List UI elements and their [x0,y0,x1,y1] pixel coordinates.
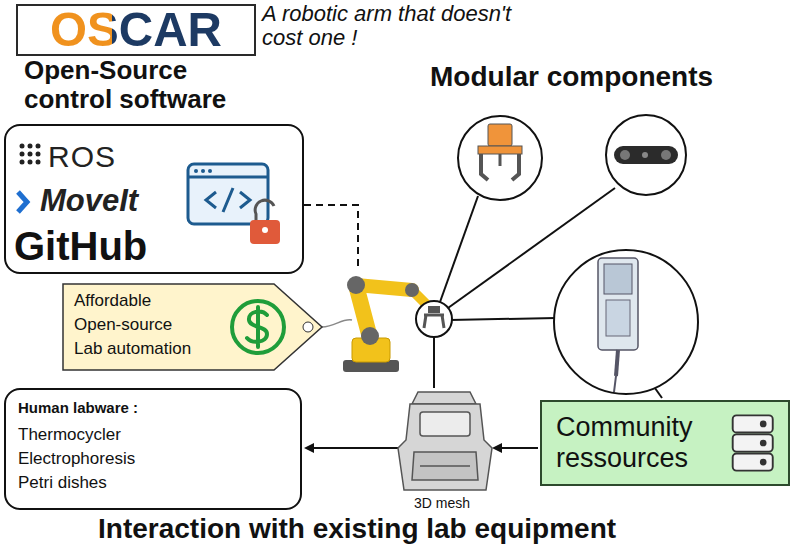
dollar-icon [232,301,284,353]
leader-line [440,196,478,302]
moveit-logo-text: MoveIt [40,184,138,218]
figure-caption: 3D mesh [414,496,470,511]
labware-heading: Human labware : [18,400,138,417]
tag-text: Lab automation [74,340,191,359]
dashed-link [304,205,358,268]
section-heading: Modular components [430,62,713,93]
section-heading: Interaction with existing lab equipment [98,514,616,545]
section-heading: Open-Source control software [24,56,274,114]
labware-item: Petri dishes [18,474,107,493]
community-box: Community ressources [540,400,790,486]
pipette-module [554,250,698,394]
arrow-line [306,447,398,449]
labware-box: Human labware : ThermocyclerElectrophores… [4,388,302,510]
mesh-3d [398,392,492,490]
labware-item: Thermocycler [18,426,121,445]
leader-line [433,337,435,388]
gripper-module [458,116,542,200]
labware-item: Electrophoresis [18,450,135,469]
tag-hole [303,322,313,332]
community-text: Community ressources [556,412,726,474]
tag-text: Affordable [74,292,151,311]
logo-box: OSCAR [16,4,256,56]
github-logo-text: GitHub [14,224,147,268]
tagline: A robotic arm that doesn't cost one ! [262,2,532,50]
tag-text: Open-source [74,316,172,335]
tag-shape [63,284,322,370]
robot-arm [343,276,452,372]
price-tag: AffordableOpen-sourceLab automation [62,283,324,371]
camera-module [606,115,686,195]
software-box: Open-Source control softwareROS MoveItGit… [4,56,304,274]
tag-string [322,320,352,327]
arrow-line [494,447,538,449]
ros-logo-text: ROS [48,140,116,173]
logo-text: OSCAR [18,6,254,54]
leader-line [450,318,556,320]
